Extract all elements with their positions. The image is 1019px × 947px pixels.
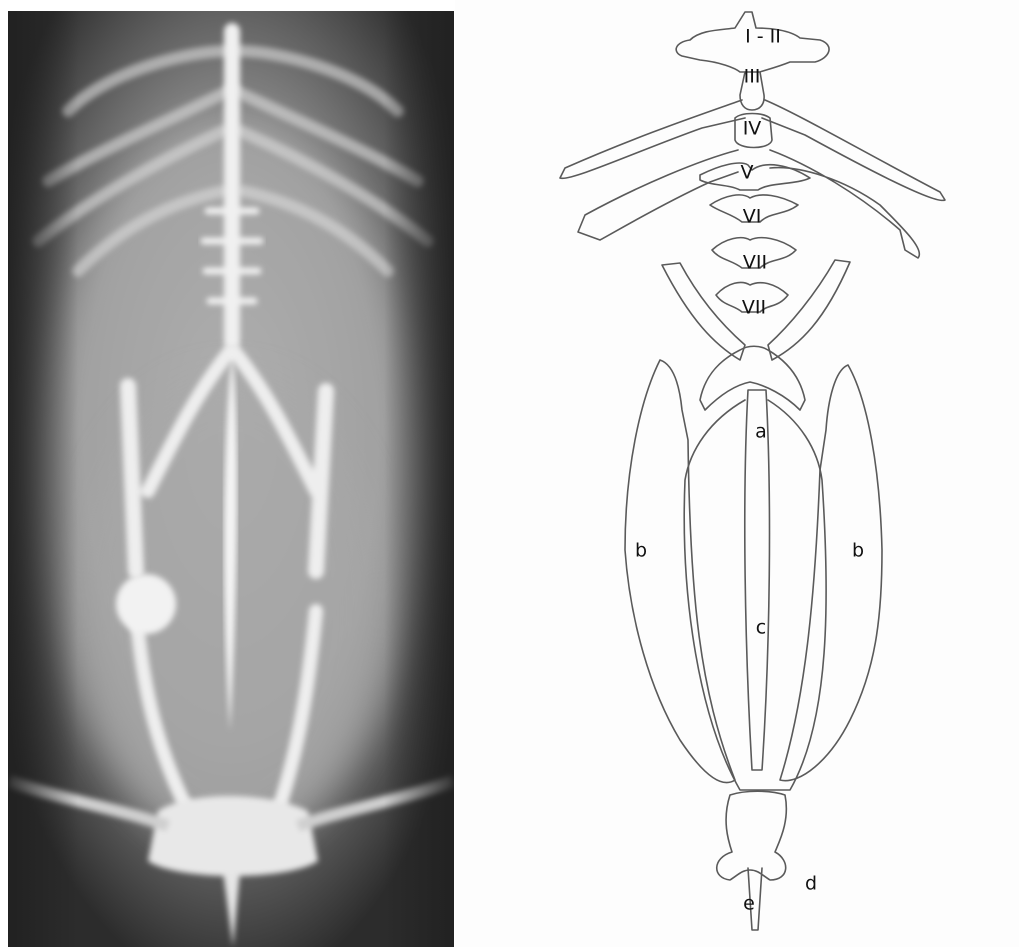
label-a: a	[755, 423, 767, 442]
right-rib-upper	[762, 100, 945, 200]
radiograph-image	[8, 11, 454, 947]
radiograph-panel	[8, 11, 454, 947]
left-rib-lower	[578, 150, 738, 240]
label-vertebra-5: V	[741, 164, 754, 183]
label-vertebra-4: IV	[743, 120, 762, 139]
left-rib-upper	[560, 100, 745, 178]
label-vertebra-1-2: I - II	[745, 28, 781, 47]
label-vertebra-7: VII	[743, 254, 767, 273]
pelvis-inner-curve	[684, 400, 826, 790]
urostyle-outline	[745, 390, 770, 770]
right-rib-lower	[770, 150, 919, 258]
vertebra-5-outline	[700, 163, 810, 190]
right-ilium-shaft	[780, 365, 882, 781]
label-b-left: b	[635, 542, 647, 561]
label-vertebra-6: VI	[743, 208, 762, 227]
label-vertebra-3: III	[744, 68, 761, 87]
skeleton-line-drawing	[455, 0, 1019, 947]
label-d: d	[805, 875, 817, 894]
label-e: e	[743, 895, 755, 914]
line-drawing-panel: I - II III IV V VI VII VII a b b c d e	[455, 0, 1019, 947]
left-ilium-upper	[662, 263, 745, 360]
label-c: c	[756, 619, 766, 638]
pelvic-girdle-outline	[717, 791, 787, 880]
label-b-right: b	[852, 542, 864, 561]
label-vertebra-8: VII	[742, 299, 766, 318]
left-ilium-shaft	[625, 360, 735, 783]
sacrum-outline	[700, 346, 805, 410]
right-ilium-upper	[768, 260, 850, 360]
